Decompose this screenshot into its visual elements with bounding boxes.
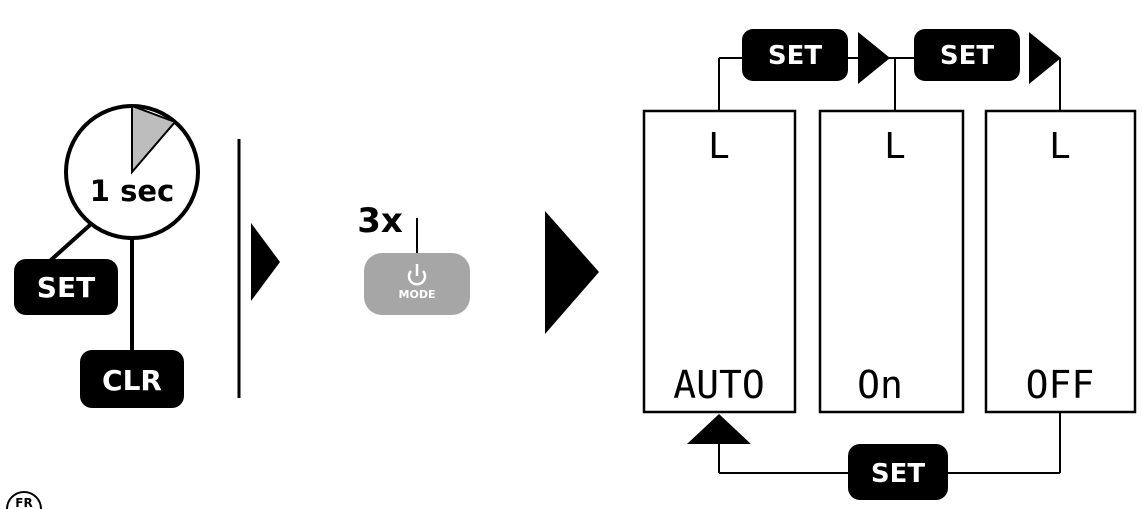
step-arrow-2 — [545, 211, 599, 334]
set-button-top-1-label: SET — [768, 41, 822, 71]
display-panel-off-top: L — [1049, 126, 1071, 167]
return-arrow — [687, 414, 751, 444]
set-button-bottom-label: SET — [871, 459, 925, 489]
set-button-left-label: SET — [37, 271, 95, 304]
set-button-bottom[interactable]: SET — [848, 444, 948, 500]
mode-press-group: 3x MODE — [357, 201, 470, 315]
set-button-top-1[interactable]: SET — [742, 29, 848, 81]
display-panel-off-value: OFF — [1026, 363, 1095, 407]
set-button-top-2[interactable]: SET — [914, 29, 1020, 81]
display-panel-on-value: On — [857, 363, 903, 407]
timer-wedge — [131, 104, 177, 175]
display-panel-on-top: L — [884, 126, 906, 167]
mode-button-label: MODE — [399, 288, 436, 301]
display-panel-auto: L AUTO — [642, 109, 797, 414]
language-badge-label: FR — [15, 496, 32, 509]
display-panel-auto-top: L — [708, 126, 730, 167]
clr-button-label: CLR — [102, 364, 162, 397]
cycle-arrow-2 — [1029, 32, 1061, 84]
display-panel-auto-value: AUTO — [673, 363, 765, 407]
step-arrow-1 — [251, 223, 280, 301]
display-panel-off: L OFF — [984, 109, 1137, 414]
display-panel-on: L On — [818, 109, 965, 414]
display-cycle-group: SET SET L AUTO L On L OFF — [642, 29, 1137, 500]
press-count-label: 3x — [357, 201, 403, 241]
set-button-top-2-label: SET — [940, 41, 994, 71]
clr-button[interactable]: CLR — [80, 350, 184, 408]
language-badge: FR — [6, 491, 42, 509]
mode-button[interactable]: MODE — [364, 253, 470, 315]
cycle-arrow-1 — [858, 32, 890, 84]
set-button-left[interactable]: SET — [14, 259, 118, 315]
hold-timer-group: 1 sec SET CLR — [14, 104, 200, 408]
power-icon — [407, 264, 427, 286]
timer-label: 1 sec — [90, 174, 174, 208]
